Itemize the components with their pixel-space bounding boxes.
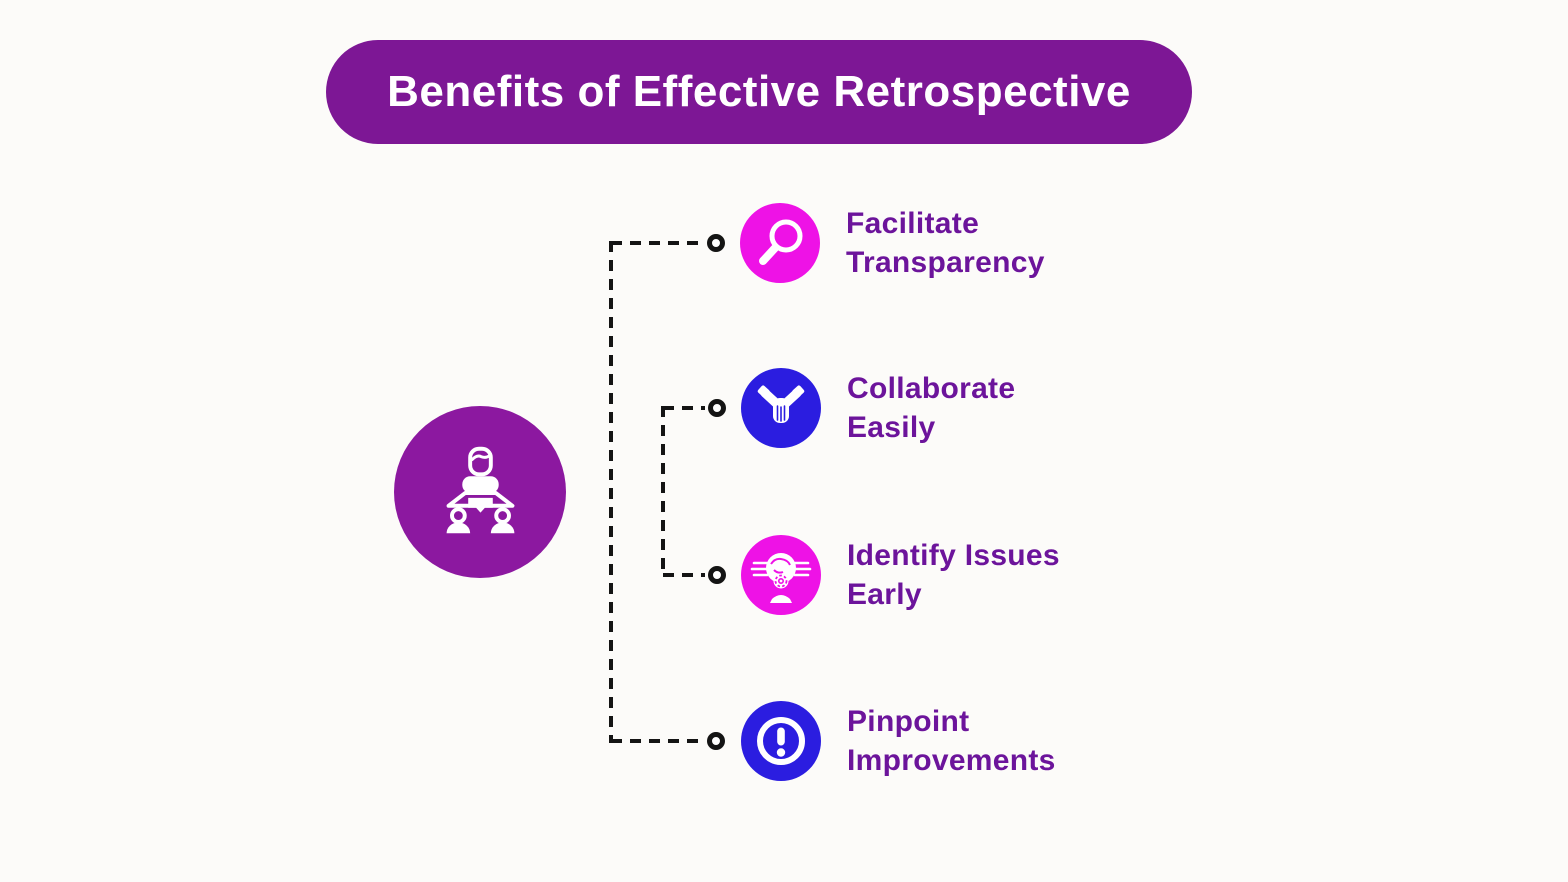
benefit-item-facilitate-transparency: Facilitate Transparency <box>740 203 1045 283</box>
exclamation-alert-icon <box>741 701 821 781</box>
title-banner: Benefits of Effective Retrospective <box>326 40 1192 144</box>
benefit-label: Identify Issues Early <box>847 539 1060 611</box>
benefit-label: Collaborate Easily <box>847 372 1016 444</box>
central-node <box>394 406 566 578</box>
benefit-label: Pinpoint Improvements <box>847 705 1056 777</box>
magnifying-glass-icon <box>740 203 820 283</box>
page-title: Benefits of Effective Retrospective <box>387 67 1131 116</box>
meeting-discussion-icon <box>446 446 515 534</box>
benefit-label: Facilitate Transparency <box>846 207 1045 279</box>
node-ring-2 <box>708 399 726 417</box>
benefit-item-identify-issues-early: Identify Issues Early <box>741 535 1060 615</box>
analytical-mind-icon <box>741 535 821 615</box>
benefit-item-collaborate-easily: Collaborate Easily <box>741 368 1015 448</box>
node-ring-3 <box>708 566 726 584</box>
node-ring-1 <box>707 234 725 252</box>
benefit-item-pinpoint-improvements: Pinpoint Improvements <box>741 701 1056 781</box>
hands-together-icon <box>741 368 821 448</box>
node-ring-4 <box>707 732 725 750</box>
